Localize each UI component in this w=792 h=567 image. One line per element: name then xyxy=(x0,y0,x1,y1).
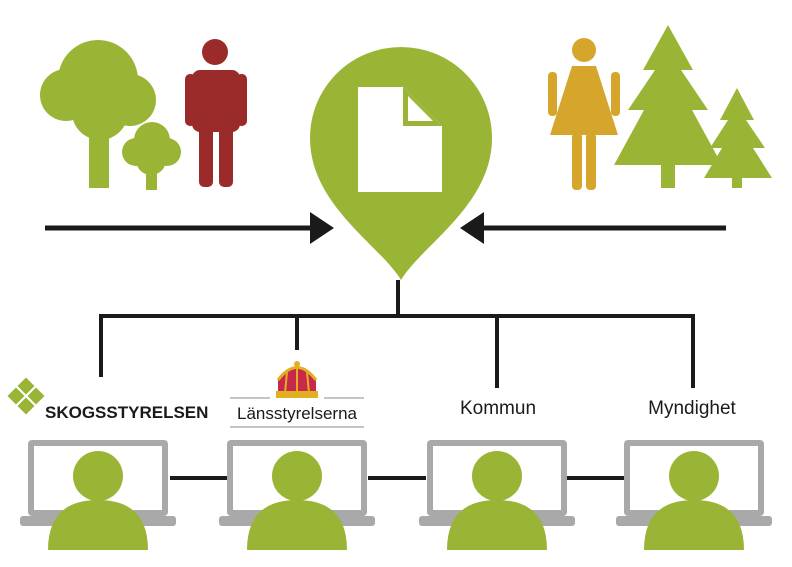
small-deciduous-tree-icon xyxy=(122,122,181,190)
left-group xyxy=(40,39,247,190)
crown-icon xyxy=(276,361,318,398)
laptop-user-kommun xyxy=(419,440,575,550)
small-conifer-tree-icon xyxy=(704,88,772,188)
org-label: Länsstyrelserna xyxy=(237,404,358,423)
org-skogsstyrelsen: SKOGSSTYRELSEN xyxy=(7,377,208,422)
user-icon xyxy=(247,451,347,550)
user-icon xyxy=(48,451,148,550)
laptop-user-myndighet xyxy=(616,440,772,550)
skogsstyrelsen-logo-icon xyxy=(7,377,45,415)
org-label: Myndighet xyxy=(648,398,736,419)
deciduous-tree-icon xyxy=(40,40,156,188)
left-arrow xyxy=(45,212,334,244)
org-myndighet: Myndighet xyxy=(648,398,736,419)
document-map-pin-icon xyxy=(309,46,492,281)
right-group xyxy=(548,25,772,190)
org-lansstyrelserna: Länsstyrelserna xyxy=(230,361,364,428)
laptop-user-skogsstyrelsen xyxy=(20,440,176,550)
org-label: Kommun xyxy=(460,398,536,419)
user-icon xyxy=(644,451,744,550)
org-label: SKOGSSTYRELSEN xyxy=(45,403,208,422)
connector-lines xyxy=(99,280,695,388)
laptop-user-lansstyrelserna xyxy=(219,440,375,550)
conifer-tree-icon xyxy=(614,25,722,188)
org-kommun: Kommun xyxy=(460,398,536,419)
woman-icon xyxy=(548,38,620,190)
man-icon xyxy=(185,39,247,187)
user-icon xyxy=(447,451,547,550)
right-arrow xyxy=(460,212,726,244)
